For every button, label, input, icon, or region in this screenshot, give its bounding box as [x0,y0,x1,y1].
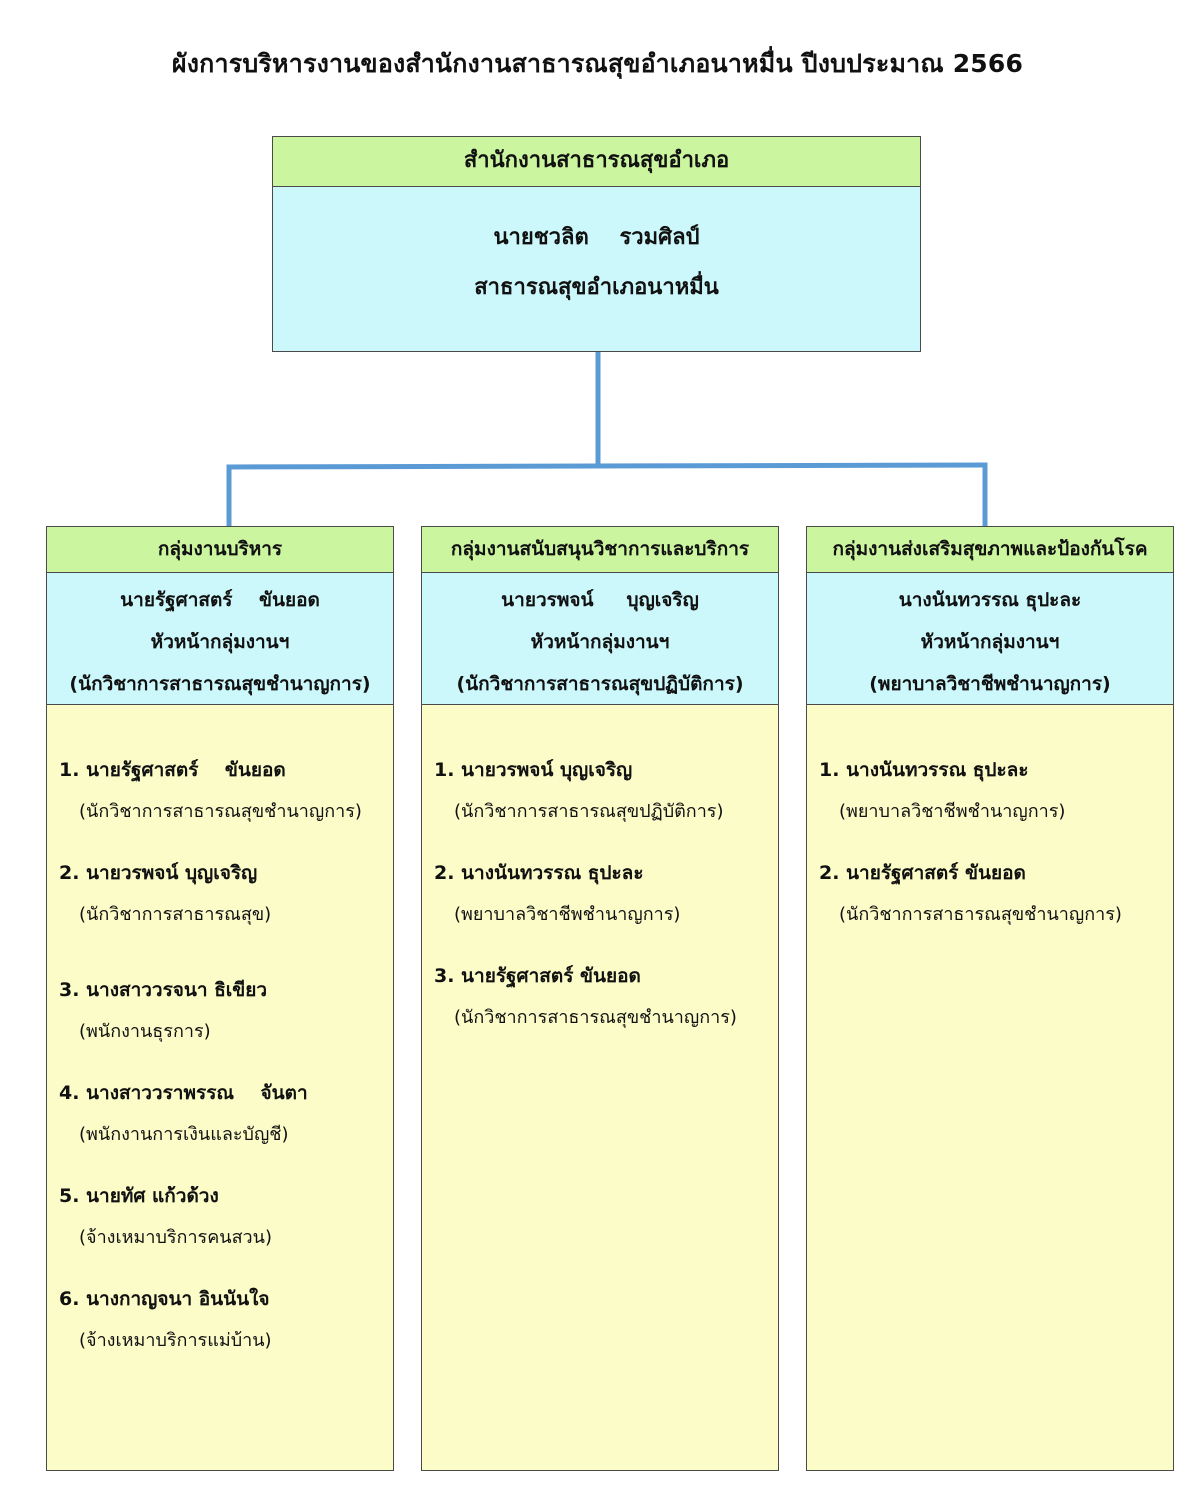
group-head-role: หัวหน้ากลุ่มงานฯ [150,631,290,653]
top-unit-header: สำนักงานสาธารณสุขอำเภอ [273,137,920,187]
group-head-name: นางนันทวรรณ ธุปะละ [898,589,1082,611]
group-head-role: หัวหน้ากลุ่มงานฯ [530,631,670,653]
list-item: 4. นางสาววราพรรณ จันตา (พนักงานการเงินแล… [59,1078,393,1150]
member-position: (พยาบาลวิชาชีพชำนาญการ) [839,801,1066,822]
list-item: 1. นางนันทวรรณ ธุปะละ (พยาบาลวิชาชีพชำนา… [819,755,1173,827]
member-position: (นักวิชาการสาธารณสุขชำนาญการ) [454,1007,737,1028]
member-position: (พนักงานธุรการ) [79,1021,211,1042]
group-health-promotion-member-list: 1. นางนันทวรรณ ธุปะละ (พยาบาลวิชาชีพชำนา… [807,705,1173,1470]
member-position: (นักวิชาการสาธารณสุข) [79,904,272,925]
group-head-position: (นักวิชาการสาธารณสุขปฏิบัติการ) [456,673,744,695]
member-position: (พยาบาลวิชาชีพชำนาญการ) [454,904,681,925]
list-item: 2. นางนันทวรรณ ธุปะละ (พยาบาลวิชาชีพชำนา… [434,858,778,930]
member-name: 3. นางสาววรจนา ธิเขียว [59,979,268,1001]
group-academic-support-head-panel: นายวรพจน์ บุญเจริญ หัวหน้ากลุ่มงานฯ (นัก… [422,573,778,705]
list-item: 2. นายวรพจน์ บุญเจริญ (นักวิชาการสาธารณส… [59,858,393,930]
list-item: 1. นายวรพจน์ บุญเจริญ (นักวิชาการสาธารณส… [434,755,778,827]
top-unit-box: สำนักงานสาธารณสุขอำเภอ นายชวลิต รวมศิลป์… [272,136,921,352]
group-head-position: (พยาบาลวิชาชีพชำนาญการ) [869,673,1111,695]
group-head-role: หัวหน้ากลุ่มงานฯ [920,631,1060,653]
page-title: ผังการบริหารงานของสำนักงานสาธารณสุขอำเภอ… [171,49,1024,78]
member-position: (นักวิชาการสาธารณสุขปฏิบัติการ) [454,801,724,822]
group-health-promotion-header: กลุ่มงานส่งเสริมสุขภาพและป้องกันโรค [807,527,1173,573]
top-unit-head-name: นายชวลิต รวมศิลป์ [493,225,700,250]
group-health-promotion-box: กลุ่มงานส่งเสริมสุขภาพและป้องกันโรค นางน… [806,526,1174,1471]
group-head-name: นายรัฐศาสตร์ ขันยอด [120,589,320,611]
group-academic-support-box: กลุ่มงานสนับสนุนวิชาการและบริการ นายวรพจ… [421,526,779,1471]
member-name: 1. นายวรพจน์ บุญเจริญ [434,759,633,781]
top-unit-head-position: สาธารณสุขอำเภอนาหมื่น [474,275,719,300]
list-item: 5. นายทัศ แก้วด้วง (จ้างเหมาบริการคนสวน) [59,1181,393,1253]
member-name: 1. นางนันทวรรณ ธุปะละ [819,759,1029,781]
group-admin-head-panel: นายรัฐศาสตร์ ขันยอด หัวหน้ากลุ่มงานฯ (นั… [47,573,393,705]
member-name: 3. นายรัฐศาสตร์ ขันยอด [434,965,641,987]
list-item: 1. นายรัฐศาสตร์ ขันยอด (นักวิชาการสาธารณ… [59,755,393,827]
group-head-position: (นักวิชาการสาธารณสุขชำนาญการ) [69,673,371,695]
member-name: 4. นางสาววราพรรณ จันตา [59,1082,308,1104]
member-position: (นักวิชาการสาธารณสุขชำนาญการ) [839,904,1122,925]
group-academic-support-header: กลุ่มงานสนับสนุนวิชาการและบริการ [422,527,778,573]
member-name: 6. นางกาญจนา อินนันใจ [59,1288,270,1310]
group-admin-box: กลุ่มงานบริหาร นายรัฐศาสตร์ ขันยอด หัวหน… [46,526,394,1471]
group-health-promotion-head-panel: นางนันทวรรณ ธุปะละ หัวหน้ากลุ่มงานฯ (พยา… [807,573,1173,705]
member-position: (พนักงานการเงินและบัญชี) [79,1124,289,1145]
member-name: 5. นายทัศ แก้วด้วง [59,1185,219,1207]
member-name: 1. นายรัฐศาสตร์ ขันยอด [59,759,286,781]
member-position: (จ้างเหมาบริการแม่บ้าน) [79,1330,272,1351]
connector-bus [226,462,988,470]
member-position: (จ้างเหมาบริการคนสวน) [79,1227,272,1248]
list-item: 3. นางสาววรจนา ธิเขียว (พนักงานธุรการ) [59,975,393,1047]
group-academic-support-member-list: 1. นายวรพจน์ บุญเจริญ (นักวิชาการสาธารณส… [422,705,778,1470]
list-item: 3. นายรัฐศาสตร์ ขันยอด (นักวิชาการสาธารณ… [434,961,778,1033]
list-item: 6. นางกาญจนา อินนันใจ (จ้างเหมาบริการแม่… [59,1284,393,1356]
group-head-name: นายวรพจน์ บุญเจริญ [501,589,699,611]
member-position: (นักวิชาการสาธารณสุขชำนาญการ) [79,801,362,822]
group-admin-header: กลุ่มงานบริหาร [47,527,393,573]
member-name: 2. นางนันทวรรณ ธุปะละ [434,862,644,884]
member-name: 2. นายวรพจน์ บุญเจริญ [59,862,258,884]
member-name: 2. นายรัฐศาสตร์ ขันยอด [819,862,1026,884]
list-item: 2. นายรัฐศาสตร์ ขันยอด (นักวิชาการสาธารณ… [819,858,1173,930]
group-admin-member-list: 1. นายรัฐศาสตร์ ขันยอด (นักวิชาการสาธารณ… [47,705,393,1470]
top-unit-head-panel: นายชวลิต รวมศิลป์ สาธารณสุขอำเภอนาหมื่น [273,187,920,351]
